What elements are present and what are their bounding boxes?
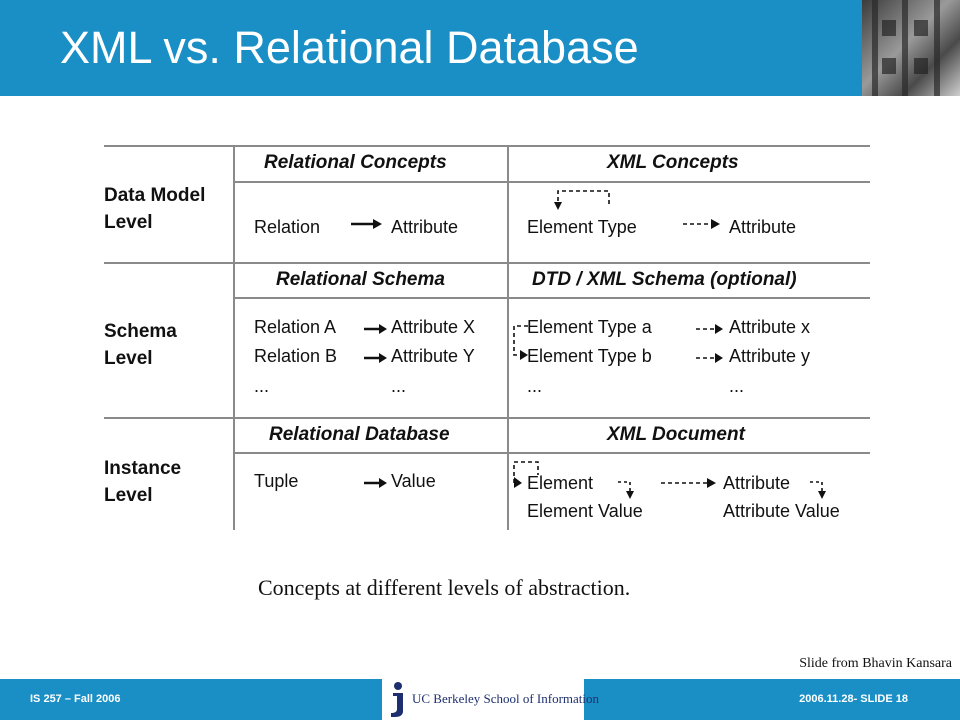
header-relational-schema: Relational Schema — [276, 269, 445, 290]
level-text: Data Model Level — [104, 185, 206, 233]
course-label: IS 257 – Fall 2006 — [30, 693, 121, 705]
cell-attribute: Attribute — [723, 473, 791, 493]
dashed-arrow-icon — [661, 478, 716, 488]
school-logo-text: UC Berkeley School of Information — [412, 691, 600, 706]
slide-credit: Slide from Bhavin Kansara — [799, 656, 952, 671]
dashed-self-arrow-icon — [513, 461, 539, 488]
grid-line — [104, 417, 870, 419]
header-relational-database: Relational Database — [269, 424, 450, 445]
level-text: Instance Level — [104, 458, 182, 506]
cell-relation: Relation — [254, 217, 321, 237]
concepts-figure: Data Model Level Schema Level Instance L… — [104, 145, 872, 530]
cell-element-value: Element Value — [527, 501, 643, 521]
cell-relation-b: Relation B — [254, 346, 338, 366]
dashed-link-icon — [513, 325, 528, 360]
cell-ellipsis: ... — [527, 376, 543, 396]
header-dtd-xml-schema: DTD / XML Schema (optional) — [532, 269, 797, 290]
footer-bar: IS 257 – Fall 2006 UC Berkeley School of… — [0, 679, 960, 720]
cell-element-type-a: Element Type a — [527, 317, 652, 337]
arrow-icon — [364, 324, 387, 334]
cell-attribute: Attribute — [729, 217, 797, 237]
cell-ellipsis: ... — [391, 376, 407, 396]
level-text: Schema Level — [104, 321, 177, 369]
level-label-instance: Instance Level — [104, 455, 181, 509]
arrow-icon — [364, 353, 387, 363]
building-photo — [862, 0, 960, 96]
dashed-down-arrow-icon — [810, 481, 826, 499]
cell-attribute: Attribute — [391, 217, 459, 237]
cell-attribute-y: Attribute Y — [391, 346, 475, 366]
cell-value: Value — [391, 471, 436, 491]
cell-attribute-value: Attribute Value — [723, 501, 840, 521]
figure-caption: Concepts at different levels of abstract… — [258, 575, 631, 600]
slide-number: 2006.11.28- SLIDE 18 — [799, 693, 908, 705]
school-logo-icon — [391, 682, 403, 717]
cell-relation-a: Relation A — [254, 317, 337, 337]
cell-attribute-x-lower: Attribute x — [729, 317, 811, 337]
grid-line — [104, 262, 870, 264]
header-xml-document: XML Document — [607, 424, 745, 445]
arrow-icon — [364, 478, 387, 488]
header-relational-concepts: Relational Concepts — [264, 152, 447, 173]
grid-line-vertical — [507, 145, 509, 530]
arrow-icon — [351, 219, 382, 229]
cell-element: Element — [527, 473, 594, 493]
dashed-down-arrow-icon — [618, 481, 634, 499]
school-logo: UC Berkeley School of Information — [382, 679, 599, 720]
cell-tuple: Tuple — [254, 471, 299, 491]
dashed-self-arrow-icon — [554, 190, 610, 210]
grid-line-vertical — [233, 145, 235, 530]
cell-element-type: Element Type — [527, 217, 637, 237]
level-label-schema: Schema Level — [104, 318, 177, 372]
cell-ellipsis: ... — [254, 376, 270, 396]
cell-attribute-x: Attribute X — [391, 317, 476, 337]
grid-line — [233, 452, 870, 454]
cell-element-type-b: Element Type b — [527, 346, 652, 366]
slide-title: XML vs. Relational Database — [60, 22, 639, 73]
dashed-arrow-icon — [683, 219, 720, 229]
title-bar: XML vs. Relational Database — [0, 0, 862, 96]
grid-line — [233, 297, 870, 299]
level-label-data-model: Data Model Level — [104, 182, 205, 236]
cell-ellipsis: ... — [729, 376, 745, 396]
grid-line — [233, 181, 870, 183]
grid-line-top — [104, 145, 870, 147]
dashed-arrow-icon — [696, 353, 723, 363]
cell-attribute-y-lower: Attribute y — [729, 346, 811, 366]
header-xml-concepts: XML Concepts — [607, 152, 739, 173]
dashed-arrow-icon — [696, 324, 723, 334]
